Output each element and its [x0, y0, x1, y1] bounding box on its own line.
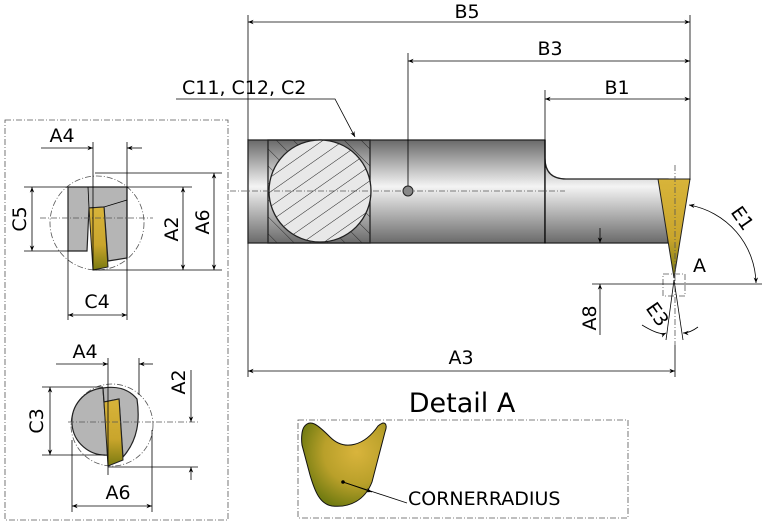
insert-corner-detail: [301, 422, 387, 507]
dimension-e1: E1 A: [688, 202, 759, 284]
dimension-label: C3: [26, 408, 48, 433]
end-view-bottom: A4 C3 A2 A6: [26, 341, 198, 512]
detail-a-frame: [297, 419, 629, 519]
dimension-e3: E3: [641, 279, 699, 341]
dimension-label: B1: [604, 77, 629, 99]
dimension-label: B3: [537, 38, 562, 60]
detail-a-title: Detail A: [409, 388, 516, 419]
dimension-b5: B5: [247, 1, 691, 180]
detail-a-marker: [662, 273, 686, 297]
end-view-frame: [4, 119, 229, 521]
dimension-label: A3: [448, 347, 473, 369]
tool-neck: [544, 140, 669, 244]
dimension-label: A: [693, 255, 706, 277]
dimension-label: C5: [9, 206, 31, 231]
dimension-a3: A3: [247, 243, 676, 377]
cutting-insert: [657, 178, 691, 279]
end-view-top: A4 C5 A2 A6 C4: [9, 125, 222, 320]
corner-radius-label: CORNERRADIUS: [408, 488, 560, 510]
dimension-label: A2: [161, 216, 183, 241]
dimension-label: B5: [454, 1, 479, 23]
dimension-b1: B1: [544, 77, 690, 140]
dimension-label: A4: [49, 125, 74, 147]
dimension-label: A2: [168, 369, 190, 394]
dimension-label: E1: [726, 202, 758, 234]
dimension-label: A4: [72, 341, 97, 363]
dimension-label: C4: [84, 291, 109, 313]
leader-c11-c12-c2: C11, C12, C2: [176, 77, 356, 138]
dimension-b3: B3: [407, 38, 690, 186]
dimension-label: A8: [579, 305, 601, 330]
dimension-a8: A8: [579, 228, 762, 335]
reference-point: [402, 185, 414, 197]
tool-side-view: [230, 139, 691, 345]
dimension-label: A6: [192, 209, 214, 234]
dimension-label: C11, C12, C2: [182, 77, 306, 99]
dimension-label: A6: [105, 482, 130, 504]
